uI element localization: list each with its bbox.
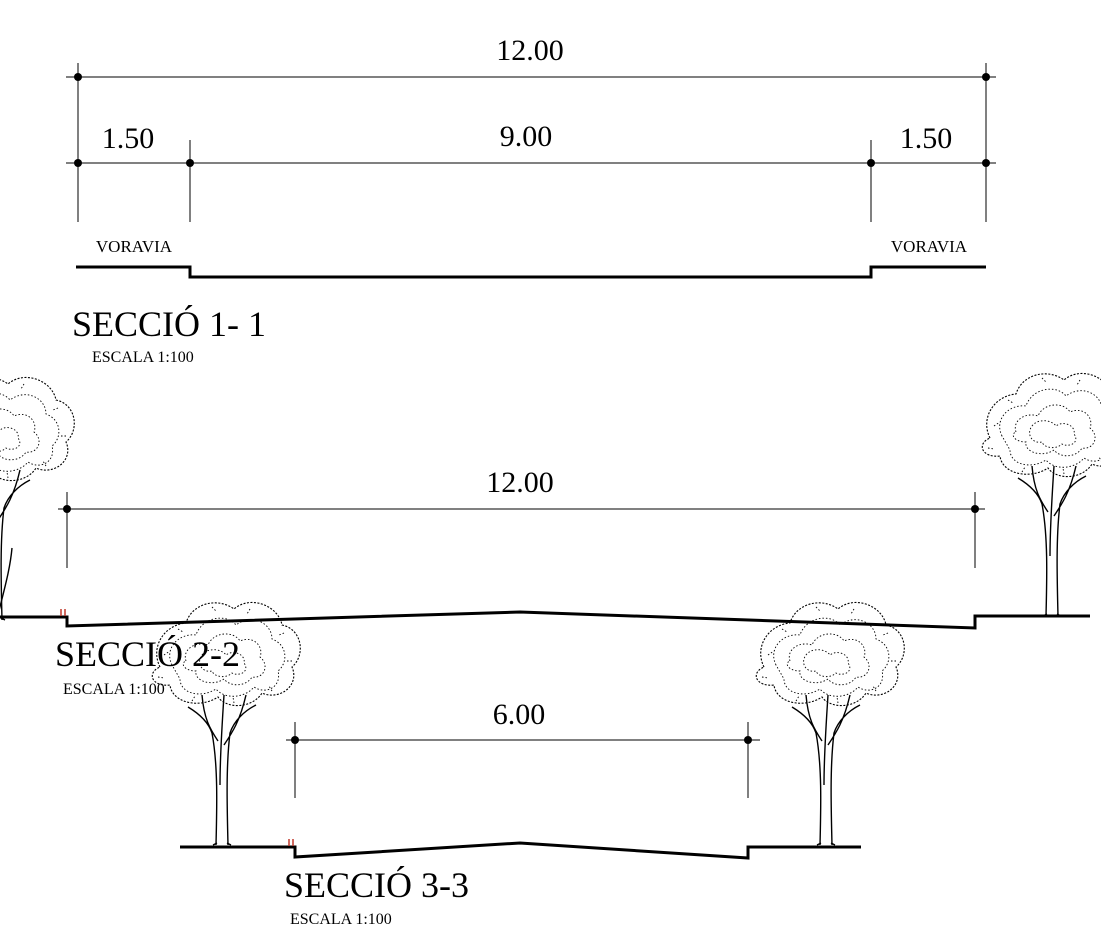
section-scale-1: ESCALA 1:100: [92, 349, 194, 366]
section-2: 12.00 SECCIÓ 2-2 ESCALA 1:100: [0, 373, 1101, 698]
section-title-2: SECCIÓ 2-2: [55, 634, 240, 674]
label-voravia-left: VORAVIA: [96, 237, 173, 256]
road-profile-3: [180, 841, 861, 860]
label-voravia-right: VORAVIA: [891, 237, 968, 256]
dim-total-3: 6.00: [493, 698, 546, 731]
section-3: 6.00 SECCIÓ 3-3 ESCALA 1:100: [152, 602, 904, 928]
dimension-lines-1: [66, 63, 996, 222]
section-title-1: SECCIÓ 1- 1: [72, 304, 266, 344]
tree-right-2: [982, 373, 1101, 616]
curb-marker-3: [288, 839, 294, 846]
section-title-3: SECCIÓ 3-3: [284, 865, 469, 905]
tree-right-3: [756, 602, 904, 845]
section-scale-2: ESCALA 1:100: [63, 681, 165, 698]
road-profile-1: [76, 265, 986, 279]
section-1: 12.00 1.50 9.00 1.50 VORAVIA VORAVIA SEC…: [66, 34, 996, 366]
curb-marker-2: [60, 609, 66, 616]
section-scale-3: ESCALA 1:100: [290, 911, 392, 928]
dim-left-1: 1.50: [102, 122, 155, 155]
dim-right-1: 1.50: [900, 122, 953, 155]
dim-center-1: 9.00: [500, 120, 553, 153]
road-profile-2: [0, 610, 1090, 630]
dim-total-2: 12.00: [486, 466, 554, 499]
dim-total-1: 12.00: [496, 34, 564, 67]
tree-left-2: [0, 377, 74, 620]
